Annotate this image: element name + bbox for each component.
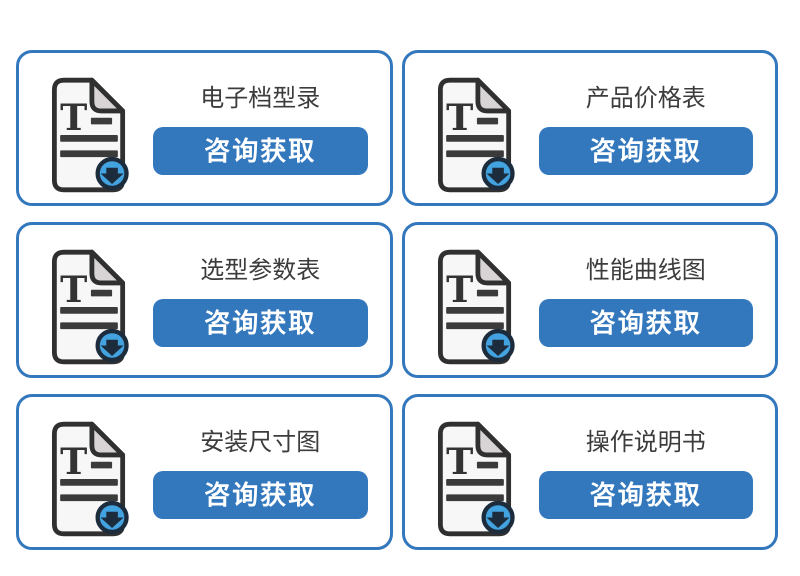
paper-letter: T <box>446 96 473 139</box>
resource-card: T 安装尺寸图 咨询获取 <box>16 394 393 550</box>
resource-card: T 操作说明书 咨询获取 <box>401 394 778 550</box>
paper-letter: T <box>446 268 473 311</box>
text-dash <box>476 289 498 297</box>
document-download-icon: T <box>51 77 129 193</box>
text-dash <box>90 289 113 297</box>
consult-button[interactable]: 咨询获取 <box>538 126 753 175</box>
text-bar <box>445 479 504 486</box>
card-content: 产品价格表 咨询获取 <box>538 82 753 175</box>
text-bar <box>445 135 504 142</box>
folded-corner <box>474 421 511 458</box>
resource-title: 选型参数表 <box>200 256 321 284</box>
resource-card: T 电子档型录 咨询获取 <box>16 50 393 206</box>
download-badge-icon <box>95 156 129 191</box>
paper-letter: T <box>60 440 87 483</box>
download-cards-grid: T 电子档型录 咨询获取 T 产品价格 <box>16 50 778 550</box>
paper-letter: T <box>446 440 473 483</box>
text-bar <box>60 307 118 314</box>
text-bar <box>60 479 118 486</box>
card-content: 性能曲线图 咨询获取 <box>538 254 753 347</box>
resource-title: 电子档型录 <box>200 84 321 112</box>
resource-title: 产品价格表 <box>585 84 706 112</box>
resource-card: T 选型参数表 咨询获取 <box>16 222 393 378</box>
card-content: 电子档型录 咨询获取 <box>153 82 368 175</box>
text-bar <box>445 494 504 502</box>
text-bar <box>445 322 504 330</box>
resource-title: 性能曲线图 <box>585 256 706 284</box>
folded-corner <box>89 77 126 114</box>
resource-card: T 性能曲线图 咨询获取 <box>401 222 778 378</box>
text-bar <box>60 494 118 502</box>
text-bar <box>445 307 504 314</box>
document-download-icon: T <box>51 249 129 365</box>
folded-corner <box>89 421 126 458</box>
folded-corner <box>89 249 126 286</box>
download-badge-icon <box>480 500 515 535</box>
text-dash <box>476 117 498 125</box>
text-bar <box>60 135 118 142</box>
consult-button[interactable]: 咨询获取 <box>153 298 368 347</box>
consult-button[interactable]: 咨询获取 <box>153 126 368 175</box>
folded-corner <box>474 77 511 114</box>
consult-button[interactable]: 咨询获取 <box>538 298 753 347</box>
download-badge-icon <box>480 156 515 191</box>
download-badge-icon <box>480 328 515 363</box>
consult-button[interactable]: 咨询获取 <box>153 470 368 519</box>
text-bar <box>60 150 118 158</box>
document-download-icon: T <box>437 421 515 537</box>
folded-corner <box>474 249 511 286</box>
document-download-icon: T <box>437 77 515 193</box>
download-badge-icon <box>95 500 129 535</box>
card-content: 操作说明书 咨询获取 <box>538 426 753 519</box>
text-dash <box>90 461 113 469</box>
document-download-icon: T <box>437 249 515 365</box>
card-content: 安装尺寸图 咨询获取 <box>153 426 368 519</box>
download-badge-icon <box>95 328 129 363</box>
card-content: 选型参数表 咨询获取 <box>153 254 368 347</box>
paper-letter: T <box>60 96 87 139</box>
text-bar <box>60 322 118 330</box>
text-dash <box>90 117 113 125</box>
consult-button[interactable]: 咨询获取 <box>538 470 753 519</box>
paper-letter: T <box>60 268 87 311</box>
resource-title: 操作说明书 <box>585 428 706 456</box>
resource-card: T 产品价格表 咨询获取 <box>401 50 778 206</box>
document-download-icon: T <box>51 421 129 537</box>
text-bar <box>445 150 504 158</box>
text-dash <box>476 461 498 469</box>
resource-title: 安装尺寸图 <box>200 428 321 456</box>
